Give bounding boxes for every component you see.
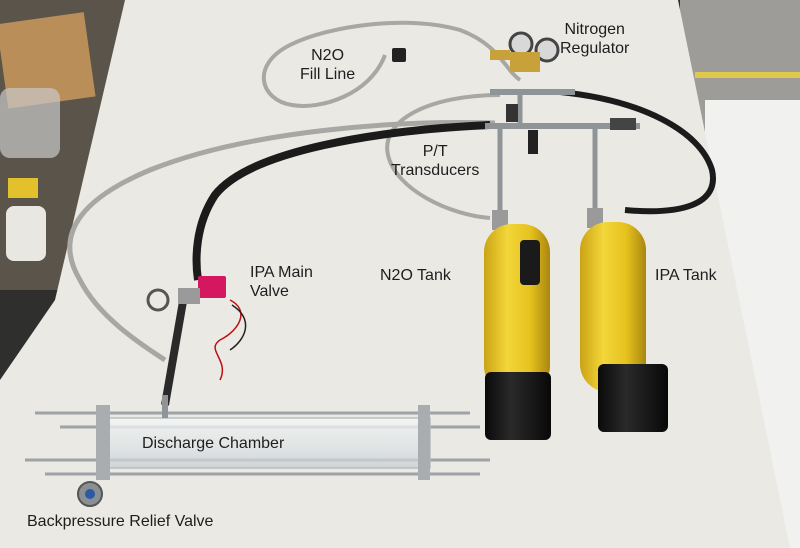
n2o-tank-body bbox=[484, 224, 550, 394]
discharge-chamber-tube bbox=[104, 417, 431, 469]
transducer-2 bbox=[610, 118, 636, 130]
label-n2o-fill-line-1: N2O bbox=[311, 47, 345, 64]
label-pt-transducers-1: P/T bbox=[422, 143, 448, 160]
ipa-tank-boot bbox=[598, 364, 668, 432]
regulator-gauge-right bbox=[534, 37, 560, 63]
ipa-tank-body bbox=[580, 222, 646, 392]
fill-line-valve bbox=[392, 48, 406, 62]
label-discharge-chamber: Discharge Chamber bbox=[142, 435, 285, 452]
valve-wires-black bbox=[229, 304, 247, 351]
clear-bag bbox=[0, 88, 60, 158]
label-ipa-main-valve-1: IPA Main bbox=[250, 264, 313, 281]
yellow-parts bbox=[8, 178, 38, 198]
floor-stripe bbox=[695, 72, 800, 78]
label-ipa-tank: IPA Tank bbox=[655, 267, 717, 284]
label-ipa-main-valve: IPA Main Valve bbox=[250, 263, 313, 301]
regulator-body bbox=[510, 52, 540, 72]
label-pt-transducers-2: Transducers bbox=[391, 162, 480, 179]
n2o-fill-line-hose bbox=[261, 20, 522, 108]
black-hose-ipa bbox=[192, 121, 491, 281]
braided-hose-loop bbox=[385, 93, 501, 220]
black-hose-right bbox=[559, 89, 716, 215]
regulator-gauge-left bbox=[508, 31, 534, 57]
regulator-knob bbox=[490, 50, 510, 60]
label-n2o-fill-line-2: Fill Line bbox=[300, 66, 356, 83]
label-backpressure-relief-valve: Backpressure Relief Valve bbox=[27, 513, 214, 530]
label-nitrogen-regulator: Nitrogen Regulator bbox=[560, 20, 629, 58]
end-plate-right bbox=[418, 405, 430, 480]
valve-cable-coil bbox=[146, 288, 170, 312]
ipa-main-valve-body bbox=[198, 276, 226, 298]
label-ipa-main-valve-2: Valve bbox=[250, 283, 289, 300]
n2o-tank-decal bbox=[520, 240, 540, 285]
label-pt-transducers: P/T Transducers bbox=[391, 142, 479, 180]
n2o-tank-neck bbox=[492, 210, 508, 230]
relief-valve-center bbox=[85, 489, 95, 499]
label-n2o-tank: N2O Tank bbox=[380, 267, 451, 284]
braided-hose-long bbox=[67, 120, 496, 363]
label-nitrogen-regulator-1: Nitrogen bbox=[564, 21, 625, 38]
transducer-1 bbox=[528, 130, 538, 154]
n2o-tank-boot bbox=[485, 372, 551, 440]
transducer-3 bbox=[506, 104, 518, 122]
ipa-tank-neck bbox=[587, 208, 603, 228]
ipa-valve-fitting bbox=[178, 288, 200, 304]
label-nitrogen-regulator-2: Regulator bbox=[560, 40, 630, 57]
end-plate-left bbox=[96, 405, 110, 480]
ipa-valve-stem bbox=[161, 289, 189, 406]
cardboard-box bbox=[0, 12, 96, 109]
white-parts bbox=[6, 206, 46, 261]
label-n2o-fill-line: N2O Fill Line bbox=[300, 46, 355, 84]
